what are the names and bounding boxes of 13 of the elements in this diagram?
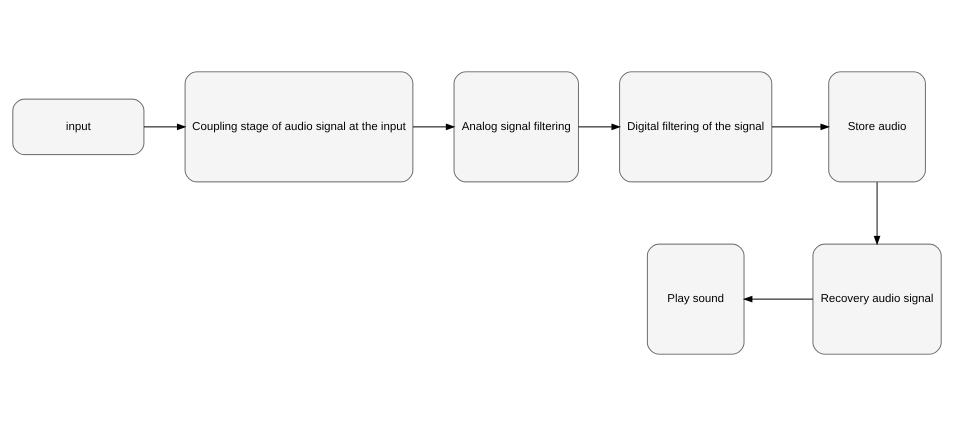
node-box: Coupling stage of audio signal at the input [184,70,414,182]
arrow [772,123,830,130]
node-box: Recovery audio signal [812,243,942,354]
arrow [742,295,814,302]
node-box: Analog signal filtering [454,70,579,182]
node-box: input [12,98,144,155]
node-box: Digital filtering of the signal [619,70,772,182]
arrow [874,181,880,245]
node-box: Play sound [646,243,744,354]
arrow [144,123,187,130]
arrow [412,123,456,130]
node-box: Store audio [828,70,926,182]
arrow [578,123,622,130]
